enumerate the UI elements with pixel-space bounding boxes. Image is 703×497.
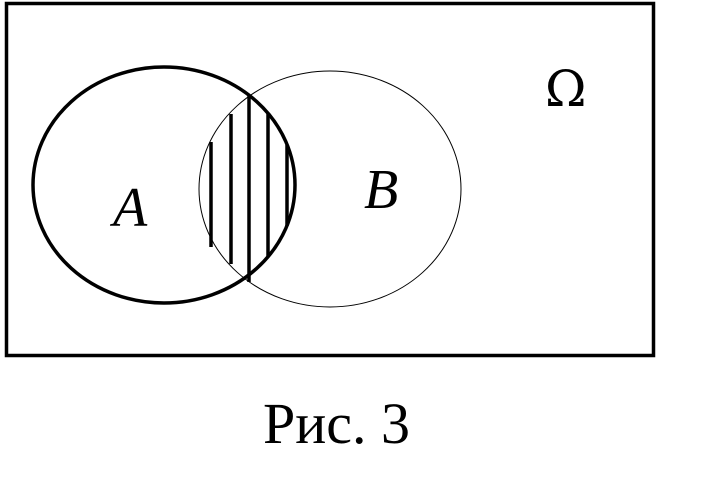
- universe-rectangle: [4, 1, 656, 358]
- set-b-circle: [198, 70, 462, 308]
- set-a-label: A: [109, 177, 148, 239]
- set-a-circle: [31, 65, 297, 305]
- intersection-hatching: [209, 96, 289, 282]
- universe-label: Ω: [545, 60, 586, 118]
- figure-caption: Рис. 3: [263, 391, 410, 456]
- set-b-label: B: [364, 159, 398, 221]
